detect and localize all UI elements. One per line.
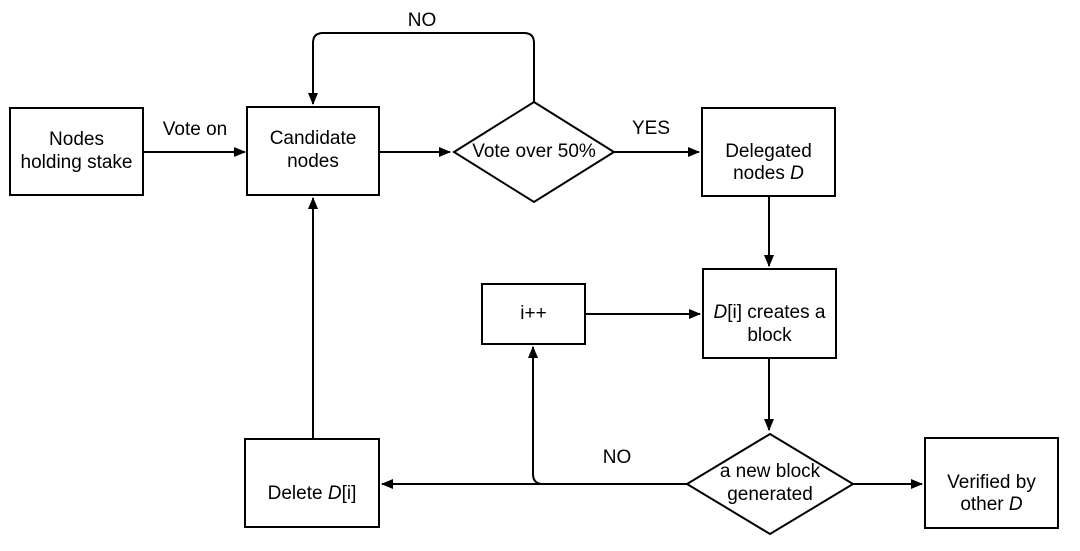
label-text: Vote over 50%	[472, 140, 596, 162]
edge-label-text: NO	[407, 10, 437, 31]
edge-label-yes: YES	[621, 116, 681, 142]
box-verified-by-other	[924, 437, 1059, 529]
label-new-block-generated: a new block generated	[687, 434, 853, 534]
label-nodes-holding-stake: Nodes holding stake	[10, 108, 143, 195]
label-delete-d: Delete D[i]	[245, 439, 379, 527]
box-i-plus-plus	[481, 283, 586, 345]
label-part-italic: D	[713, 302, 728, 324]
label-part-italic: D	[327, 483, 342, 504]
label-part: [i] creates a block	[727, 302, 826, 346]
edge-no-branch-to-ipp	[528, 346, 556, 485]
label-part: Verified by other	[947, 471, 1036, 516]
label-delegated-nodes: Delegated nodes D	[702, 108, 835, 196]
label-text: Candidate nodes	[269, 128, 357, 172]
diamond-new-block-generated	[685, 432, 855, 536]
edge-label-text: NO	[602, 447, 632, 468]
box-delete-d	[244, 438, 380, 528]
edge-label-no-top: NO	[392, 8, 452, 34]
box-delegated-nodes	[701, 107, 836, 197]
label-i-plus-plus: i++	[482, 284, 585, 344]
edge-label-text: YES	[631, 118, 671, 139]
label-part-italic: D	[1008, 494, 1023, 516]
edge-vote-no-loop-to-candidate	[308, 32, 535, 105]
box-nodes-holding-stake	[9, 107, 144, 196]
box-candidate-nodes	[246, 106, 380, 196]
box-d-creates-block	[702, 268, 837, 359]
label-vote-over-50: Vote over 50%	[454, 102, 614, 202]
label-part: [i]	[341, 483, 357, 504]
label-part: Delete	[267, 483, 328, 504]
label-text: i++	[520, 302, 547, 324]
label-part-italic: D	[790, 163, 804, 185]
edge-label-text: Vote on	[162, 119, 228, 140]
label-d-creates-block: D[i] creates a block	[703, 269, 836, 358]
diamond-vote-over-50	[452, 100, 616, 204]
label-text: D[i] creates a block	[714, 279, 826, 347]
label-text: a new block generated	[719, 461, 821, 505]
label-part: Delegated nodes	[725, 140, 812, 185]
label-text: Verified by other D	[947, 449, 1036, 517]
label-candidate-nodes: Candidate nodes	[247, 107, 379, 195]
label-text: Delete D[i]	[268, 460, 357, 506]
edge-label-vote-on: Vote on	[143, 118, 247, 142]
label-text: Delegated nodes D	[725, 118, 812, 186]
label-text: Nodes holding stake	[20, 128, 133, 173]
label-verified-by-other: Verified by other D	[925, 438, 1058, 528]
edge-label-no-bottom: NO	[587, 445, 647, 471]
